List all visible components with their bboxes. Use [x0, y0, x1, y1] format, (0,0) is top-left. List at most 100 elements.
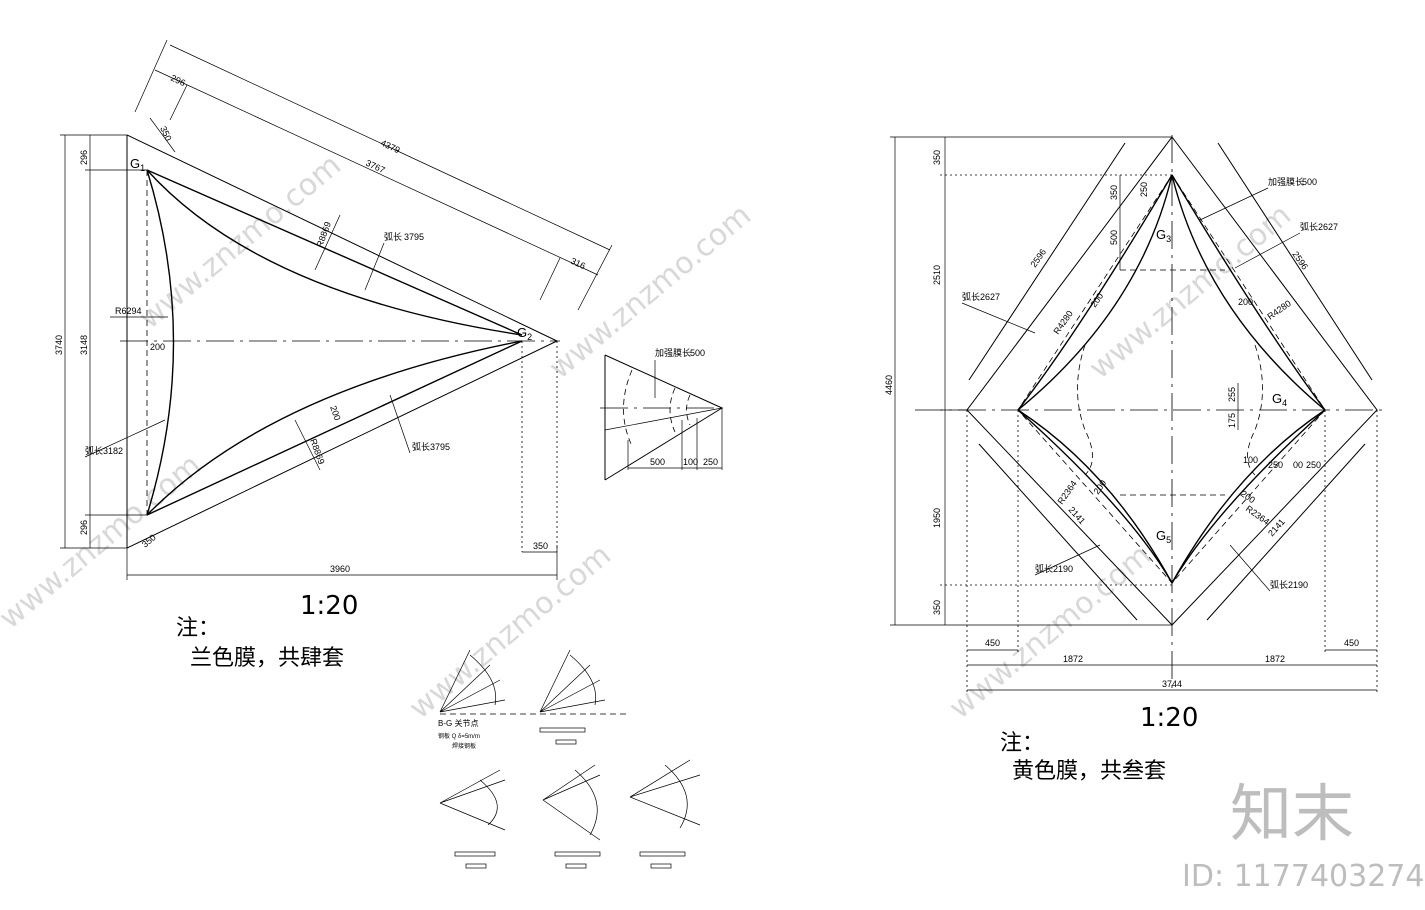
dim-arc-3182-prefix: 弧长: [85, 445, 103, 456]
watermark-site-2: www.znzmo.com: [543, 198, 758, 387]
dim-250a-right: 250: [1268, 460, 1283, 470]
dim-350-top-right: 350: [932, 150, 942, 165]
detail-dim-100: 100: [683, 457, 698, 467]
dim-1872-right: 1872: [1265, 654, 1285, 664]
plate-detail-2: [539, 649, 606, 745]
plate-5-arc: [664, 764, 688, 829]
dim-2596-right: 2596: [1290, 249, 1310, 271]
detail-bottom-edge: [604, 407, 723, 481]
bulge-left: [1077, 344, 1093, 476]
plate-5-rays: [629, 759, 701, 826]
offset-lr: [1206, 443, 1366, 621]
curve-lr: [1171, 409, 1326, 584]
plate-5-caption-mark: [639, 851, 686, 857]
detail-label-value: 500: [690, 348, 705, 358]
dim-200-lr: 200: [1239, 488, 1257, 505]
arc-lower-leader: [389, 394, 411, 454]
dim-00-right: 00: [1293, 460, 1303, 470]
right-note-title: 注：: [1000, 731, 1044, 756]
membrane-left-curve: [146, 169, 175, 516]
curve-lr-inner: [1171, 409, 1326, 584]
dim-ext-4: [539, 257, 561, 301]
curve-ll-inner: [1017, 409, 1173, 584]
plate-5-caption-mark-2: [650, 863, 672, 869]
offset-ul: [968, 142, 1126, 381]
plate-1-arc: [469, 654, 497, 706]
plate-3-caption-mark: [454, 851, 496, 857]
dim-350-bottom: 350: [533, 541, 548, 551]
membrane-bottom-edge-straight: [146, 340, 523, 516]
dim-200-ll: 200: [1091, 478, 1108, 496]
r8869-upper-leader: [314, 214, 341, 271]
curve-ur: [1171, 174, 1326, 411]
dim-250-v: 250: [1139, 182, 1149, 197]
plate-3-caption-mark-2: [465, 863, 487, 869]
detail-dim-250: 250: [703, 457, 718, 467]
dim-296-left-bottom: 296: [79, 520, 89, 535]
arc-2627-right: 2627: [1318, 222, 1338, 232]
curve-ur-inner: [1171, 174, 1326, 411]
dim-500-v: 500: [1109, 230, 1119, 245]
brand-id-text: ID: 1177403274: [1182, 859, 1424, 894]
plate-4-arc: [574, 769, 598, 836]
dim-450-left: 450: [985, 638, 1000, 648]
dim-2141-left: 2141: [1067, 505, 1088, 527]
reinforcement-detail: 加强膜长 500 500 100 250: [600, 347, 725, 481]
arc-2190-left: 2190: [1053, 564, 1073, 574]
dim-arc-lower: 3795: [430, 442, 450, 452]
membrane-top-edge-straight: [146, 169, 523, 336]
dim-450-right: 450: [1344, 638, 1359, 648]
outer-diamond: [966, 136, 1378, 626]
arc-2190-left-leader: [1034, 544, 1101, 576]
r8869-lower-leader: [294, 419, 321, 471]
plate-2-caption-mark-2: [555, 739, 577, 745]
arc-2627-left: 2627: [980, 292, 1000, 302]
outer-bottom-edge: [126, 340, 558, 549]
detail-inner-line: [604, 407, 723, 431]
point-g5: G5: [1156, 528, 1171, 545]
dim-line-4379: [169, 44, 611, 251]
dim-ext-1: [134, 39, 168, 113]
dim-arc-3182: 3182: [103, 446, 123, 456]
watermark-site-4: www.znzmo.com: [403, 538, 618, 727]
dim-r2364-right: R2364: [1244, 503, 1271, 526]
left-membrane-drawing: 4379 296 350 3767 316 3740 3148 296 296 …: [54, 39, 613, 671]
dim-3744: 3744: [1162, 679, 1182, 689]
dim-200-left: 200: [150, 342, 165, 352]
left-note-body: 兰色膜，共肆套: [190, 646, 344, 671]
outer-top-edge: [126, 134, 558, 342]
detail-label-prefix: 加强膜长: [655, 347, 691, 358]
plate-2-rays: [539, 649, 606, 713]
dim-255-v: 255: [1227, 387, 1237, 402]
plate-detail-1: B-G 关节点 钢板 Q δ=5m/m 焊接钢板: [438, 649, 628, 750]
plate-3-rays: [439, 769, 506, 831]
plate-detail-5: [629, 759, 701, 869]
left-scale: 1:20: [300, 591, 358, 621]
plate-4-caption-mark: [554, 851, 601, 857]
arc-2190-right-leader: [1229, 544, 1271, 592]
arc-2190-left-prefix: 弧长: [1035, 563, 1053, 574]
arc-2627-right-prefix: 弧长: [1300, 221, 1318, 232]
dim-arc-upper-prefix: 弧长: [384, 231, 402, 242]
plate-detail-4: [542, 764, 601, 869]
curve-ll: [1017, 409, 1173, 584]
curve-ul: [1017, 174, 1173, 411]
dim-ext-2: [169, 84, 188, 121]
plate-1-spec: 钢板 Q δ=5m/m: [438, 732, 480, 740]
dim-ext-3: [577, 244, 613, 311]
watermark-site-3: www.znzmo.com: [0, 448, 208, 637]
dim-4460: 4460: [884, 375, 894, 395]
detail-arc-1: [623, 369, 633, 447]
dim-296-left-top: 296: [79, 150, 89, 165]
dim-1950: 1950: [932, 508, 942, 528]
plate-3-arc: [479, 779, 498, 826]
point-g3: G3: [1156, 227, 1171, 244]
detail-top-edge: [604, 354, 723, 409]
dim-200-ur: 200: [1238, 297, 1253, 307]
dim-r6294: R6294: [115, 306, 142, 316]
plate-1-rays: [439, 649, 506, 713]
membrane-bottom-curve: [146, 340, 523, 516]
dim-arc-upper: 3795: [404, 232, 424, 242]
dim-line-3767: [154, 69, 599, 276]
